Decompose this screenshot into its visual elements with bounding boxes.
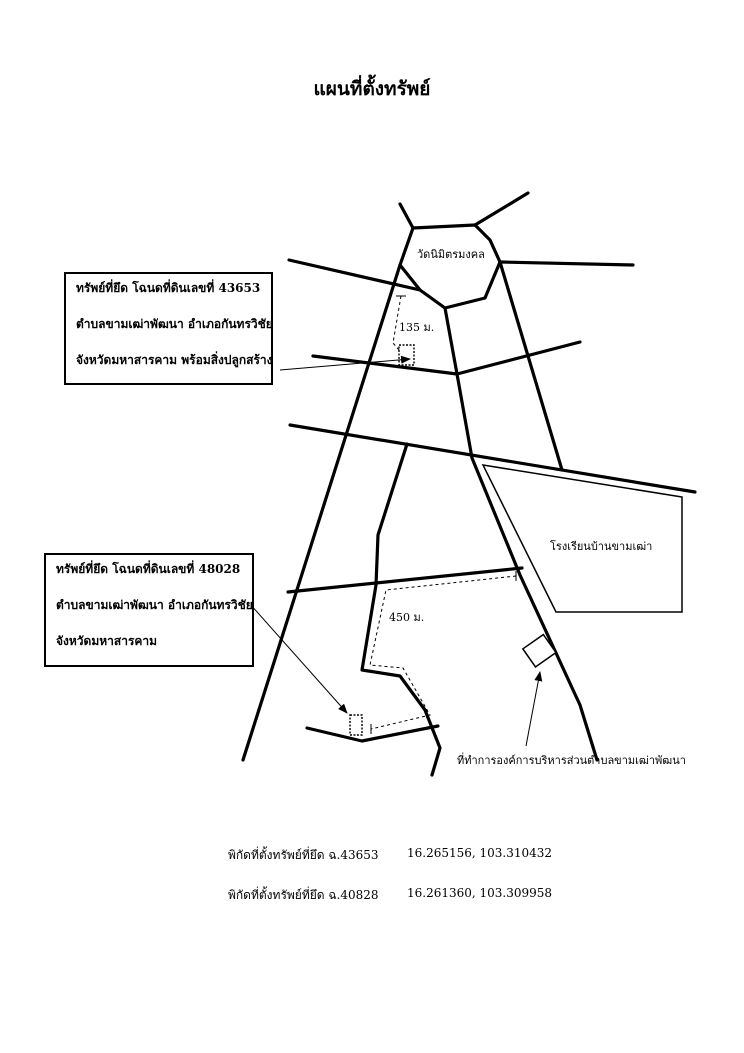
road-east xyxy=(498,260,564,472)
road-temple-east xyxy=(498,260,635,267)
road-cross-a xyxy=(311,340,582,376)
road-long-ew xyxy=(288,423,697,494)
road-temple-west xyxy=(287,258,422,292)
south-distance-label: 450 ม. xyxy=(389,611,424,624)
road-south-branch xyxy=(360,442,442,777)
coordinate-row: พิกัดที่ตั้งทรัพย์ที่ยึด ฉ.43653 16.2651… xyxy=(228,846,552,866)
coordinate-value: 16.261360, 103.309958 xyxy=(407,886,553,900)
road-temple-ne xyxy=(473,191,530,227)
property-b-province-line: จังหวัดมหาสารคาม xyxy=(56,634,158,648)
road-temple-nw xyxy=(398,202,415,230)
sao-office-arrow xyxy=(525,671,543,747)
property-b-info-box: ทรัพย์ที่ยึด โฉนดที่ดินเลขที่ 48028 ตำบล… xyxy=(44,553,254,667)
road-cross-b xyxy=(286,566,524,594)
property-a-arrow xyxy=(279,355,411,371)
coordinate-value: 16.265156, 103.310432 xyxy=(407,846,553,860)
school-compound xyxy=(481,464,683,613)
property-b-marker xyxy=(349,714,363,736)
school-label: โรงเรียนบ้านขามเฒ่า xyxy=(550,539,652,553)
sao-office-label: ที่ทำการองค์การบริหารส่วนตำบลขามเฒ่าพัฒน… xyxy=(457,752,686,767)
road-temple-loop xyxy=(398,223,502,310)
property-a-marker xyxy=(398,344,415,366)
property-a-info-box: ทรัพย์ที่ยึด โฉนดที่ดินเลขที่ 43653 ตำบล… xyxy=(64,272,273,385)
property-b-path xyxy=(369,575,517,730)
property-b-deed-line: ทรัพย์ที่ยึด โฉนดที่ดินเลขที่ 48028 xyxy=(56,562,241,576)
page-title: แผนที่ตั้งทรัพย์ xyxy=(313,78,431,100)
property-b-arrow xyxy=(249,603,348,714)
road-main-west xyxy=(241,263,402,762)
property-a-province-line: จังหวัดมหาสารคาม พร้อมสิ่งปลูกสร้าง xyxy=(76,353,273,367)
coordinate-label: พิกัดที่ตั้งทรัพย์ที่ยึด ฉ.40828 xyxy=(228,888,379,902)
property-b-district-line: ตำบลขามเฒ่าพัฒนา อำเภอกันทรวิชัย xyxy=(56,598,253,612)
temple-label: วัดนิมิตรมงคล xyxy=(417,248,485,261)
property-a-district-line: ตำบลขามเฒ่าพัฒนา อำเภอกันทรวิชัย xyxy=(76,317,273,331)
coordinate-label: พิกัดที่ตั้งทรัพย์ที่ยึด ฉ.43653 xyxy=(228,848,379,862)
property-a-deed-line: ทรัพย์ที่ยึด โฉนดที่ดินเลขที่ 43653 xyxy=(76,281,261,295)
coordinate-row: พิกัดที่ตั้งทรัพย์ที่ยึด ฉ.40828 16.2613… xyxy=(228,886,552,906)
road-central xyxy=(443,306,599,762)
coordinates-list: พิกัดที่ตั้งทรัพย์ที่ยึด ฉ.43653 16.2651… xyxy=(228,846,552,926)
roads xyxy=(241,191,697,777)
road-sw-spur xyxy=(305,724,440,743)
property-a-path xyxy=(392,295,402,352)
sao-office-building xyxy=(521,633,558,668)
north-distance-label: 135 ม. xyxy=(399,321,434,334)
